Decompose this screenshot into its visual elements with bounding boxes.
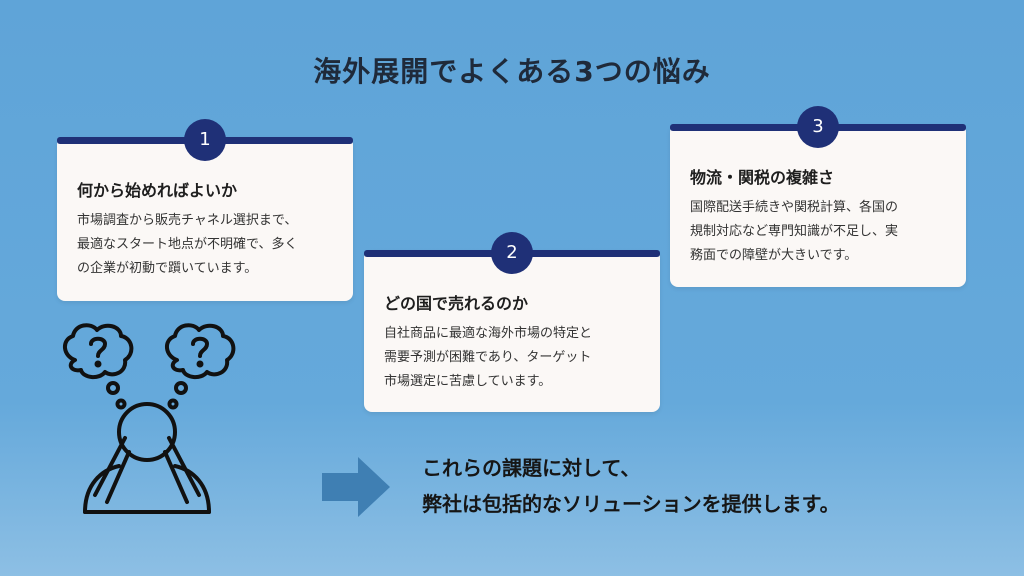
card-number-badge: 2 — [491, 232, 533, 274]
problem-card-3: 3 物流・関税の複雑さ 国際配送手続きや関税計算、各国の 規制対応など専門知識が… — [670, 106, 966, 287]
card-number-badge: 1 — [184, 119, 226, 161]
question-thought-bubble-icon — [63, 323, 134, 410]
card-body: 国際配送手続きや関税計算、各国の 規制対応など専門知識が不足し、実 務面での障壁… — [690, 196, 952, 268]
card-body-line: 規制対応など専門知識が不足し、実 — [690, 224, 899, 239]
card-body-line: の企業が初動で躓いています。 — [77, 261, 258, 276]
card-body-line: 国際配送手続きや関税計算、各国の — [690, 200, 899, 215]
page-title: 海外展開でよくある3つの悩み — [313, 55, 711, 88]
card-title: どの国で売れるのか — [384, 294, 529, 313]
card-body: 自社商品に最適な海外市場の特定と 需要予測が困難であり、ターゲット 市場選定に苦… — [384, 322, 646, 394]
conclusion-line-1: これらの課題に対して、 — [422, 456, 641, 480]
card-body-line: 需要予測が困難であり、ターゲット — [384, 350, 592, 365]
question-thought-bubble-icon — [165, 323, 236, 410]
conclusion-text: これらの課題に対して、 弊社は包括的なソリューションを提供します。 — [422, 450, 840, 522]
card-title: 何から始めればよいか — [77, 181, 238, 200]
card-body-line: 最適なスタート地点が不明確で、多く — [77, 237, 298, 252]
card-body-line: 市場選定に苦慮しています。 — [384, 374, 552, 389]
card-body-line: 市場調査から販売チャネル選択まで、 — [77, 213, 298, 228]
confused-person-icon — [63, 323, 236, 514]
problem-card-1: 1 何から始めればよいか 市場調査から販売チャネル選択まで、 最適なスタート地点… — [57, 119, 353, 301]
card-body-line: 自社商品に最適な海外市場の特定と — [384, 326, 593, 341]
conclusion-line-2: 弊社は包括的なソリューションを提供します。 — [422, 492, 840, 516]
right-arrow-icon — [322, 457, 390, 517]
card-title: 物流・関税の複雑さ — [690, 168, 835, 187]
problem-card-2: 2 どの国で売れるのか 自社商品に最適な海外市場の特定と 需要予測が困難であり、… — [364, 232, 660, 412]
card-number-badge: 3 — [797, 106, 839, 148]
card-body: 市場調査から販売チャネル選択まで、 最適なスタート地点が不明確で、多く の企業が… — [77, 209, 339, 281]
card-body-line: 務面での障壁が大きいです。 — [690, 248, 858, 263]
